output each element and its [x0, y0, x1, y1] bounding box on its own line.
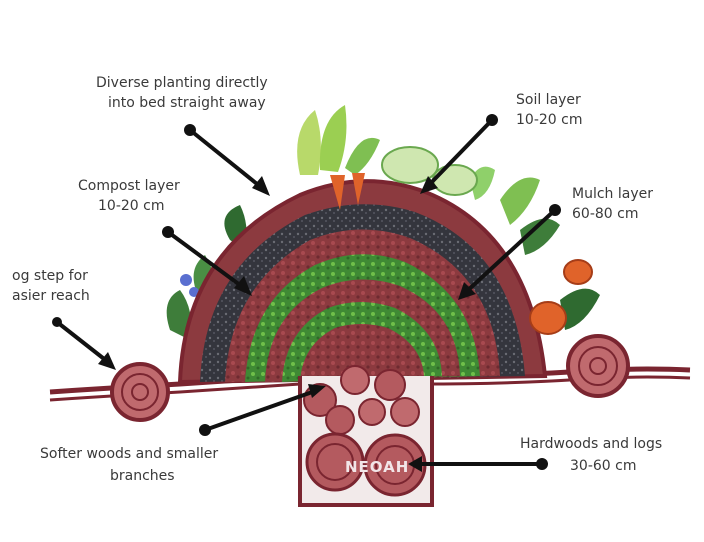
- label-logstep-1: og step for: [12, 268, 88, 284]
- label-mulch-2: 60-80 cm: [572, 206, 638, 222]
- label-soil-1: Soil layer: [516, 92, 581, 108]
- label-planting-1: Diverse planting directly: [96, 75, 268, 91]
- log-step-right: [568, 336, 628, 396]
- log-step-left: [112, 364, 168, 420]
- label-soil-2: 10-20 cm: [516, 112, 582, 128]
- label-logstep-2: asier reach: [12, 288, 90, 304]
- label-hardwoods-2: 30-60 cm: [570, 458, 636, 474]
- label-compost-2: 10-20 cm: [98, 198, 164, 214]
- label-softwoods-2: branches: [110, 468, 175, 484]
- label-softwoods-1: Softer woods and smaller: [40, 446, 218, 462]
- logo-text: NEOAH: [345, 458, 409, 476]
- label-mulch-1: Mulch layer: [572, 186, 653, 202]
- label-compost-1: Compost layer: [78, 178, 180, 194]
- label-planting-2: into bed straight away: [108, 95, 266, 111]
- label-hardwoods-1: Hardwoods and logs: [520, 436, 662, 452]
